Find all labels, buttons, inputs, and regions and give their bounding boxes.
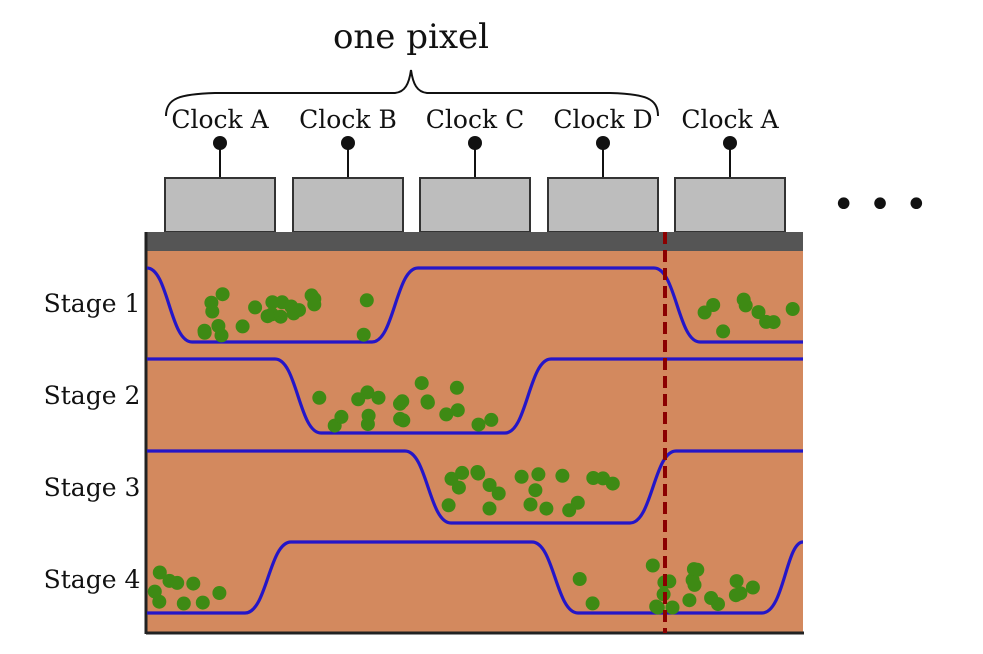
electron-dot-stage-2 (360, 417, 375, 432)
electron-dot-stage-2 (351, 392, 366, 407)
electron-dot-stage-1 (260, 309, 275, 324)
potential-wells (146, 266, 804, 615)
electron-dot-stage-1 (716, 324, 731, 339)
electron-dot-stage-4 (728, 588, 743, 603)
stage-2-potential-line (147, 357, 803, 435)
one-pixel-title: one pixel (333, 17, 489, 57)
stage-label-2: Stage 2 (44, 381, 141, 410)
electron-dot-stage-3 (523, 497, 538, 512)
electron-dot-stage-4 (186, 576, 201, 591)
electron-dot-stage-1 (215, 287, 230, 302)
electron-dot-stage-3 (455, 465, 470, 480)
electron-dot-stage-2 (395, 394, 410, 409)
clock-label-a-next: Clock A (681, 105, 779, 134)
electron-dot-stage-4 (645, 558, 660, 573)
electron-dot-stage-4 (650, 600, 665, 615)
electron-dot-stage-1 (248, 300, 263, 315)
stage-label-1: Stage 1 (44, 289, 141, 318)
electron-dot-stage-4 (729, 574, 744, 589)
stage-1-potential-line (146, 266, 803, 344)
stage-3-potential-line (147, 449, 803, 525)
electron-dot-stage-2 (334, 409, 349, 424)
electron-dot-stage-4 (572, 572, 587, 586)
electron-dot-stage-1 (697, 305, 712, 320)
electron-dot-stage-2 (439, 407, 454, 422)
clock-label-c: Clock C (426, 105, 524, 134)
electron-dot-stage-2 (396, 413, 411, 428)
electron-dot-stage-3 (441, 498, 456, 513)
gate-electrode-b (292, 136, 404, 233)
electron-dot-stage-1 (736, 292, 751, 307)
gate-electrode-d (547, 136, 659, 233)
stage-label-4: Stage 4 (44, 565, 141, 594)
electron-dot-stage-3 (491, 486, 506, 501)
electron-dot-stage-4 (745, 580, 760, 595)
clock-label-b: Clock B (299, 105, 397, 134)
electron-dot-stage-4 (704, 591, 719, 605)
electron-dot-stage-3 (539, 501, 554, 516)
gate-electrode-a-next (674, 136, 786, 233)
electron-dot-stage-3 (531, 467, 546, 482)
gate-electrodes (164, 136, 786, 233)
electron-dot-stage-2 (312, 390, 327, 405)
electron-dot-stage-1 (759, 314, 774, 329)
electron-dot-stage-2 (371, 390, 386, 405)
continuation-ellipsis: • • • (832, 182, 928, 228)
electron-dot-stage-4 (690, 562, 705, 577)
stage-label-3: Stage 3 (44, 473, 141, 502)
electron-dot-stage-1 (284, 299, 299, 314)
electron-dot-stage-3 (562, 503, 577, 518)
gate-electrode-a (164, 136, 276, 233)
one-pixel-brace (165, 69, 659, 117)
electron-dot-stage-2 (420, 395, 435, 410)
electron-dot-stage-3 (451, 480, 466, 495)
electron-dot-stage-4 (152, 565, 167, 580)
electron-dot-stage-1 (235, 319, 250, 334)
electron-dot-stage-4 (195, 595, 210, 610)
electron-dot-stage-1 (751, 305, 766, 320)
electron-dot-stage-2 (449, 380, 464, 395)
electron-dot-stage-3 (482, 501, 497, 516)
electron-dot-stage-4 (212, 586, 227, 600)
stage-4-potential-line (147, 540, 804, 615)
electron-dot-stage-4 (147, 584, 162, 599)
electron-dot-stage-2 (450, 403, 465, 418)
electron-dot-stage-1 (356, 327, 371, 342)
electron-dot-stage-2 (414, 376, 429, 391)
electron-dot-stage-3 (470, 465, 485, 479)
electron-dot-stage-1 (359, 293, 374, 308)
clock-label-a: Clock A (171, 105, 269, 134)
oxide-layer (147, 232, 803, 251)
electron-dot-stage-3 (555, 468, 570, 483)
charge-packets (147, 287, 800, 615)
electron-dot-stage-4 (585, 596, 600, 611)
electron-dot-stage-1 (785, 302, 800, 316)
electron-dot-stage-1 (265, 295, 280, 310)
electron-dot-stage-4 (682, 593, 697, 608)
electron-dot-stage-1 (197, 325, 212, 340)
electron-dot-stage-3 (482, 478, 497, 492)
electron-dot-stage-1 (205, 304, 220, 319)
electron-dot-stage-1 (211, 319, 226, 333)
clock-label-d: Clock D (553, 105, 652, 134)
electron-dot-stage-2 (484, 412, 499, 427)
electron-dot-stage-2 (471, 417, 486, 432)
electron-dot-stage-3 (514, 469, 529, 484)
electron-dot-stage-4 (665, 600, 680, 615)
electron-dot-stage-4 (176, 596, 191, 611)
electron-dot-stage-3 (528, 483, 543, 498)
electron-dot-stage-3 (586, 471, 601, 485)
electron-dot-stage-1 (307, 297, 322, 312)
gate-electrode-c (419, 136, 531, 233)
electron-dot-stage-4 (162, 573, 177, 588)
